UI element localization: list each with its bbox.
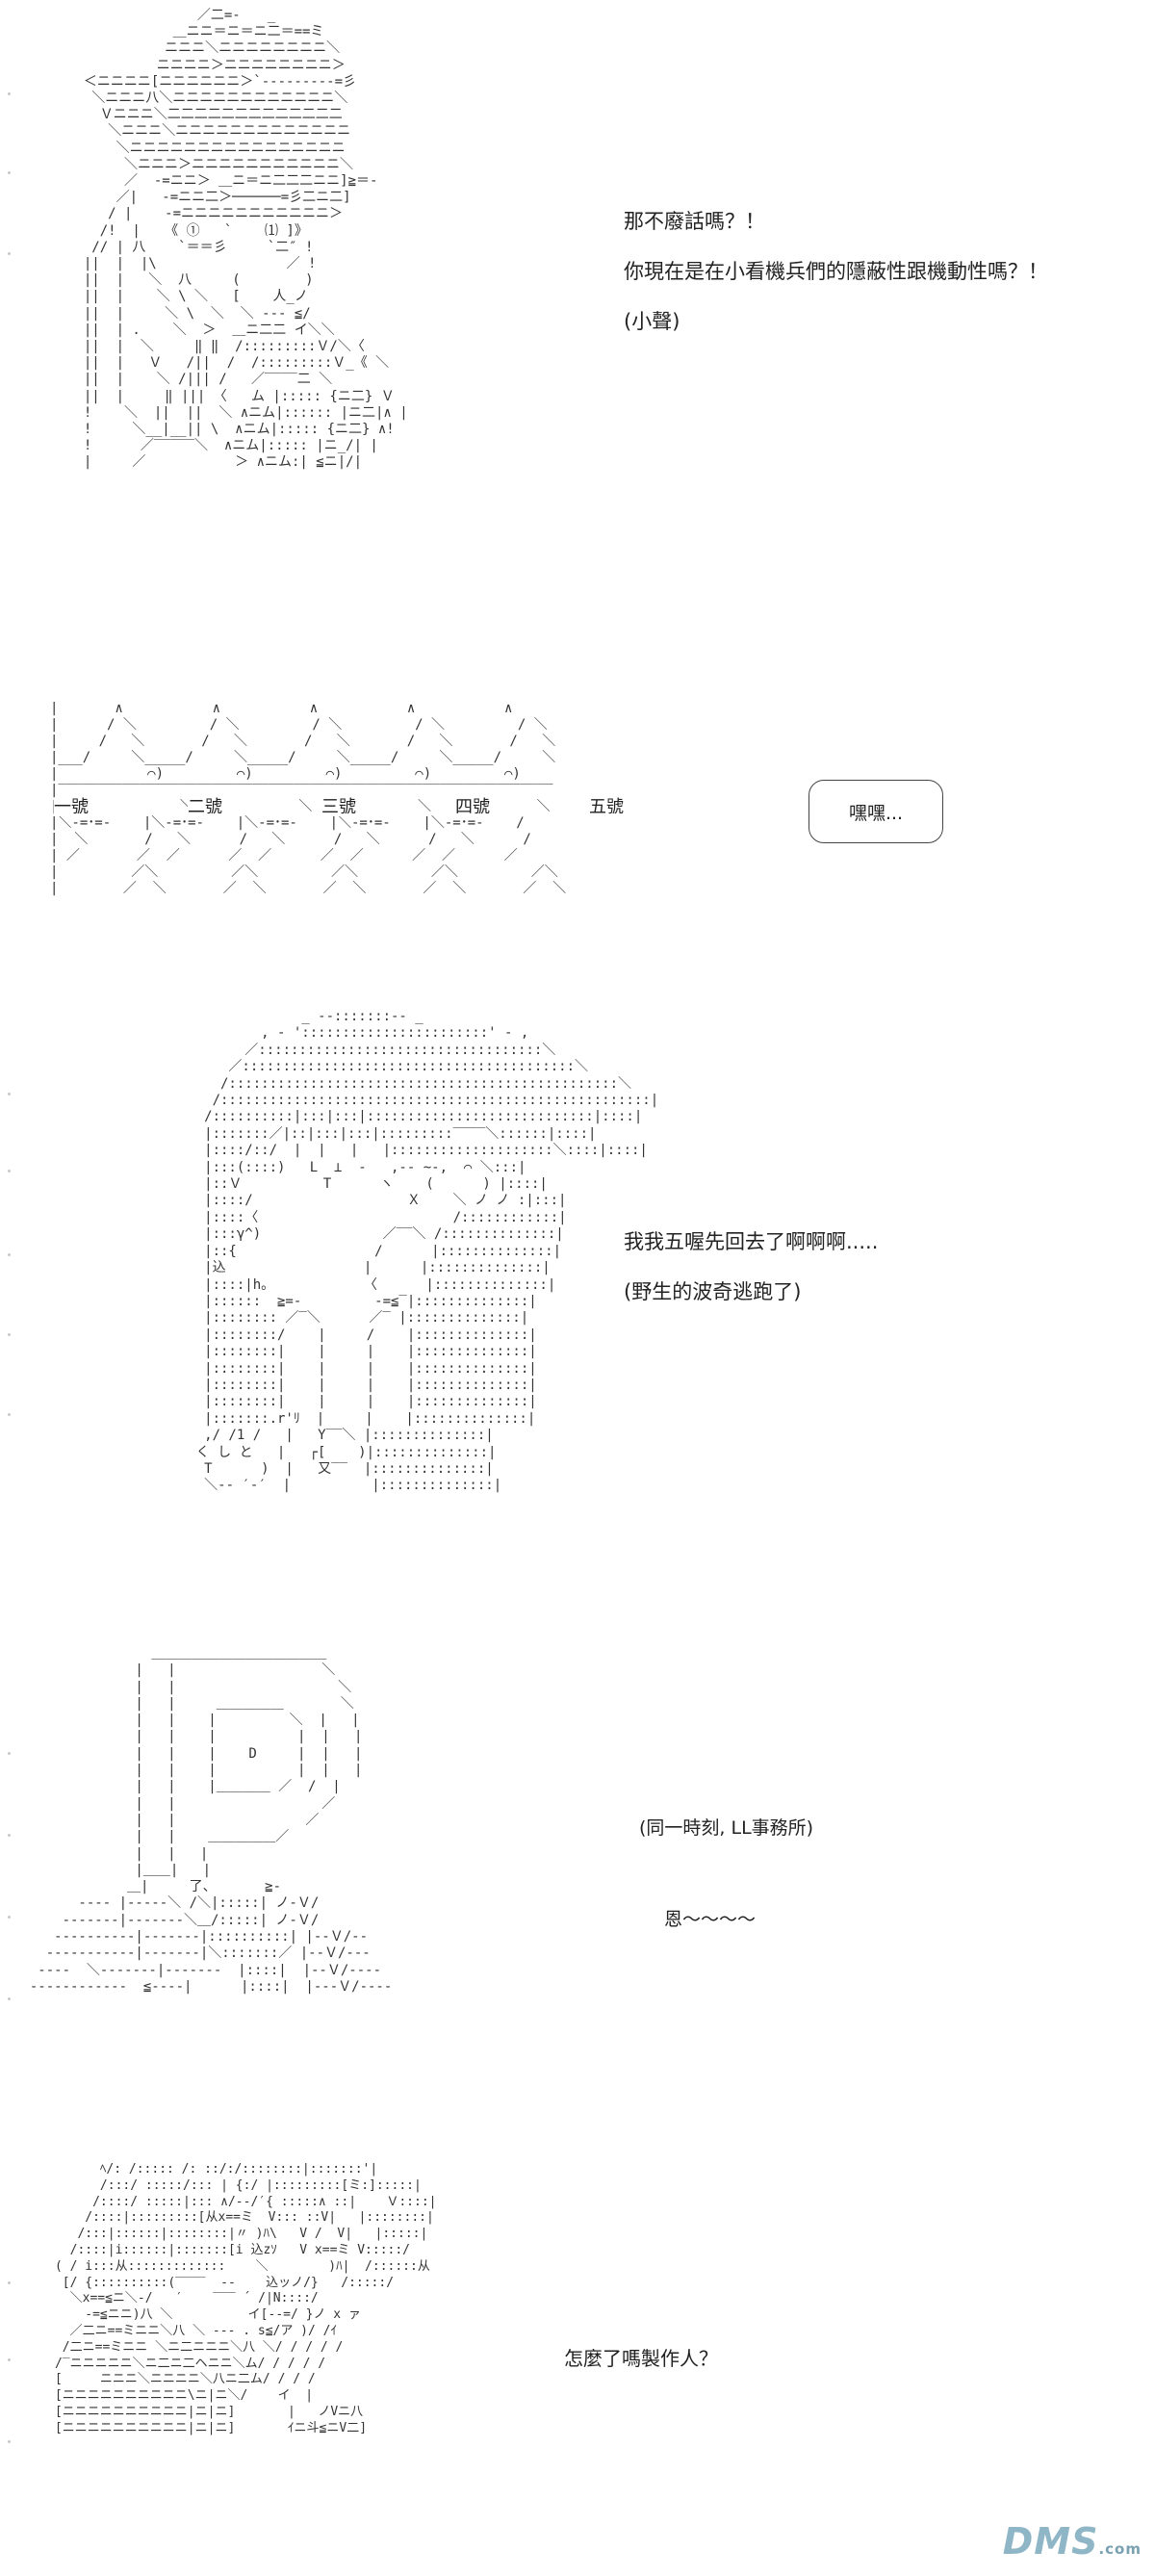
dialog-line-1: (同一時刻, LL事務所)	[639, 1817, 814, 1839]
dialog-line-3: (小聲)	[624, 310, 680, 333]
dms-watermark-logo: DMS.com	[1002, 2520, 1142, 2563]
panel-5: ﾍ/: /::::: /: ::/:/::::::::|:::::::'| /:…	[0, 2156, 1155, 2576]
speech-bubble-text: 嘿嘿...	[848, 802, 904, 824]
ascii-art-p-sign: ＿＿＿＿＿＿＿＿＿＿＿＿＿ | | ＼ | | ＼ | | ＿＿＿＿＿ ＼ | …	[29, 1646, 393, 1995]
panel-1: ／二=‐ _ ＿ニニ＝ニ＝ニ二＝==ミ ニニニ＼ニニニニニニニニ＼ ニニニニ＞ニ…	[0, 0, 1155, 674]
dialog-line-2: 你現在是在小看機兵們的隱蔽性跟機動性嗎？！	[624, 260, 1048, 283]
dialog-line-1: 我我五喔先回去了啊啊啊.....	[624, 1230, 879, 1253]
unit-label-2: 二號	[188, 797, 222, 817]
dialog-line-1: 那不廢話嗎？！	[624, 210, 765, 233]
dialog-line-2: (野生的波奇逃跑了)	[624, 1280, 802, 1303]
panel-3: _ ‐‐:::::::‐‐ _ , ‐ ':::::::::::::::::::…	[0, 1001, 1155, 1636]
ascii-art-mech-soldiers: | ∧ ∧ ∧ ∧ ∧ | / ＼ / ＼ / ＼ / ＼ / ＼ | / ＼ …	[50, 701, 567, 896]
dialog-line-1: 怎麼了嗎製作人？	[564, 2347, 718, 2370]
speech-bubble: 嘿嘿...	[808, 780, 943, 843]
dialog-line-2: 恩～～～～	[664, 1909, 757, 1930]
panel-4: ＿＿＿＿＿＿＿＿＿＿＿＿＿ | | ＼ | | ＼ | | ＿＿＿＿＿ ＼ | …	[0, 1636, 1155, 2137]
unit-label-4: 四號	[455, 797, 490, 817]
ascii-art-hooded-girl: _ ‐‐:::::::‐‐ _ , ‐ ':::::::::::::::::::…	[195, 1009, 659, 1494]
unit-label-1: 一號	[54, 797, 89, 817]
unit-label-5: 五號	[589, 797, 624, 817]
panel-2: | ∧ ∧ ∧ ∧ ∧ | / ＼ / ＼ / ＼ / ＼ / ＼ | / ＼ …	[0, 693, 1155, 982]
ascii-art-man-in-cap: ／二=‐ _ ＿ニニ＝ニ＝ニ二＝==ミ ニニニ＼ニニニニニニニニ＼ ニニニニ＞ニ…	[83, 8, 408, 471]
unit-label-3: 三號	[321, 797, 356, 817]
ascii-art-seated-character: ﾍ/: /::::: /: ::/:/::::::::|:::::::'| /:…	[54, 2162, 437, 2435]
